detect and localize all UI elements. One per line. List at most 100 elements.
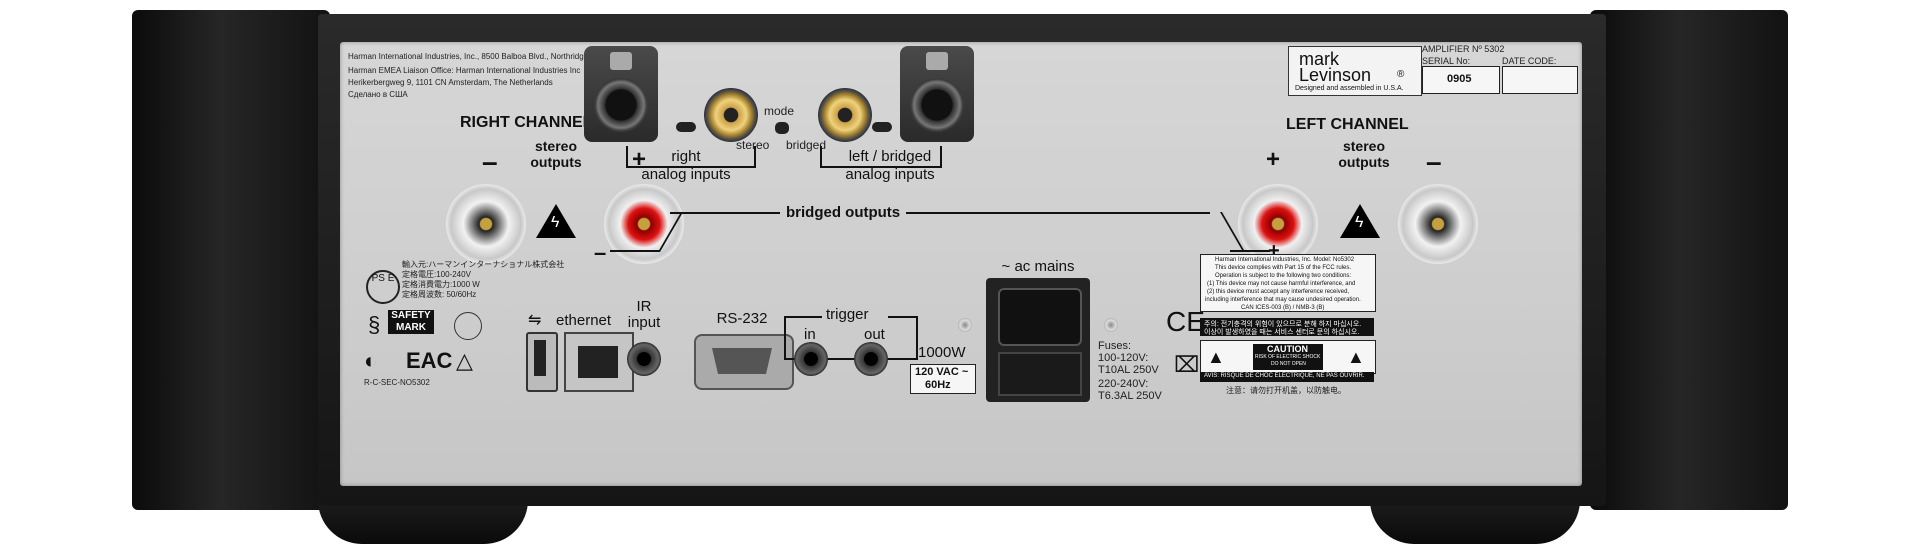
- frequency-label: 60Hz: [925, 379, 951, 391]
- voltage-label: 120 VAC ~: [915, 366, 969, 378]
- trigger-out-label: out: [864, 326, 885, 343]
- left-minus-binding-post[interactable]: [1398, 184, 1478, 264]
- rs232-port[interactable]: [694, 334, 794, 390]
- kc-mark-icon: ◐: [364, 348, 378, 373]
- brand-tagline: Designed and assembled in U.S.A.: [1295, 85, 1404, 92]
- right-input-label-1: right: [671, 148, 701, 165]
- bracket-line: [754, 146, 756, 168]
- trigger-in-jack[interactable]: [794, 342, 828, 376]
- fcc-notice: Harman International Industries, Inc. Mo…: [1200, 254, 1376, 312]
- ul-mark-icon: [454, 312, 482, 340]
- bracket-line: [820, 166, 942, 168]
- xlr-socket: [594, 78, 648, 132]
- fcc-line-5: (2) this device must accept any interfer…: [1207, 289, 1350, 295]
- bracket-line: [626, 166, 756, 168]
- fcc-line-2: This device complies with Part 15 of the…: [1215, 265, 1352, 271]
- logo-registered: ®: [1397, 69, 1405, 80]
- right-xlr-input[interactable]: [584, 46, 658, 142]
- right-channel-title: RIGHT CHANNEL: [460, 114, 593, 131]
- japan-line-2: 定格電圧:100-240V: [402, 270, 471, 279]
- bracket-line: [784, 358, 918, 360]
- iec-socket: [998, 288, 1082, 346]
- bracket-line: [626, 146, 628, 166]
- bracket-line: [784, 316, 786, 358]
- left-input-select-switch[interactable]: [872, 122, 892, 132]
- xlr-push-latch[interactable]: [926, 52, 948, 70]
- foot-left: [318, 500, 528, 544]
- screw: [958, 318, 972, 332]
- chinese-warning: 注意：请勿打开机盖，以防触电。: [1226, 386, 1346, 395]
- left-input-label-2: analog inputs: [845, 166, 935, 183]
- mode-stereo-label: stereo: [736, 138, 770, 152]
- korean-line-2: 이상이 발생하였을 때는 서비스 센터로 문의 하십시오.: [1204, 329, 1360, 336]
- address-line-1: Harman International Industries, Inc., 8…: [348, 52, 628, 61]
- usb-port[interactable]: [526, 332, 558, 392]
- fcc-line-1: Harman International Industries, Inc. Mo…: [1215, 257, 1355, 263]
- foot-right: [1370, 500, 1580, 544]
- serial-box: 0905: [1422, 66, 1500, 94]
- xlr-push-latch[interactable]: [610, 52, 632, 70]
- xlr-socket: [910, 78, 964, 132]
- right-plus-binding-post[interactable]: [604, 184, 684, 264]
- korean-warning: 주의: 전기충격의 위험이 있으므로 분해 하지 마십시오. 이상이 발생하였을…: [1200, 318, 1374, 336]
- ce-mark: CE: [1166, 306, 1205, 337]
- ethernet-label: ethernet: [556, 312, 612, 329]
- right-input-select-switch[interactable]: [676, 122, 696, 132]
- fuse-line-1: 100-120V:: [1098, 352, 1149, 364]
- mark-label: MARK: [396, 322, 426, 333]
- bridged-line: [610, 250, 660, 252]
- ir-input-label: input: [627, 314, 661, 331]
- left-rca-input[interactable]: [818, 88, 872, 142]
- bracket-line: [784, 316, 822, 318]
- logo-line-1: mark: [1299, 49, 1339, 69]
- left-channel-title: LEFT CHANNEL: [1286, 116, 1409, 133]
- left-xlr-input[interactable]: [900, 46, 974, 142]
- ir-label: IR: [636, 298, 652, 315]
- ir-input-jack[interactable]: [627, 342, 661, 376]
- japan-line-1: 輸入元:ハーマンインターナショナル株式会社: [402, 260, 565, 269]
- right-stereo-outputs: stereo outputs: [530, 138, 582, 170]
- caution-title: CAUTION: [1267, 344, 1308, 354]
- mode-bridged-label: bridged: [786, 138, 827, 152]
- ac-mains-label: ~ ac mains: [1001, 258, 1075, 275]
- date-code-box: [1502, 66, 1578, 94]
- warning-exclamation-icon: ▲: [1347, 347, 1365, 367]
- mode-label: mode: [764, 104, 795, 118]
- caution-label: ▲ ▲ CAUTION RISK OF ELECTRIC SHOCK DO NO…: [1200, 340, 1376, 374]
- warning-bolt-icon: ϟ: [536, 204, 576, 238]
- s-mark-icon: §: [368, 312, 381, 337]
- fuses-title: Fuses:: [1098, 340, 1132, 352]
- trigger-out-jack[interactable]: [854, 342, 888, 376]
- right-rca-input[interactable]: [704, 88, 758, 142]
- rs232-label: RS-232: [716, 310, 768, 327]
- crossed-bin-icon: ⌧: [1174, 352, 1200, 377]
- ac-mains-inlet[interactable]: [986, 278, 1090, 402]
- mode-switch[interactable]: [775, 122, 789, 134]
- korean-line-1: 주의: 전기충격의 위험이 있으므로 분해 하지 마십시오.: [1204, 321, 1362, 328]
- model-number: AMPLIFIER Nº 5302: [1422, 44, 1505, 54]
- bracket-line: [820, 146, 822, 168]
- right-input-label-2: analog inputs: [641, 166, 731, 183]
- usb-icon: ⇋: [528, 312, 542, 329]
- serial-value: 0905: [1447, 73, 1472, 85]
- right-minus-binding-post[interactable]: [446, 184, 526, 264]
- fuse-line-3: 220-240V:: [1098, 378, 1149, 390]
- bridged-plus-label: +: [1268, 240, 1280, 262]
- fuse-holder[interactable]: [998, 352, 1082, 396]
- caution-box: CAUTION RISK OF ELECTRIC SHOCK DO NOT OP…: [1253, 344, 1323, 370]
- ethernet-port[interactable]: [564, 332, 634, 392]
- fcc-line-4: (1) This device may not cause harmful in…: [1207, 281, 1356, 287]
- ethernet-socket: [578, 346, 618, 378]
- trigger-in-label: in: [804, 326, 816, 343]
- bracket-line: [888, 316, 916, 318]
- rcm-mark-icon: △: [456, 348, 473, 373]
- bracket-line: [940, 146, 942, 168]
- right-minus-label: –: [482, 146, 498, 177]
- trigger-label: trigger: [826, 306, 869, 323]
- safety-label: SAFETY: [391, 310, 431, 321]
- bridged-line: [670, 212, 1210, 214]
- left-input-label-1: left / bridged: [848, 148, 932, 165]
- japan-line-4: 定格周波数: 50/60Hz: [402, 290, 477, 299]
- rs232-socket: [712, 348, 772, 374]
- address-line-4: Сделано в США: [348, 90, 408, 99]
